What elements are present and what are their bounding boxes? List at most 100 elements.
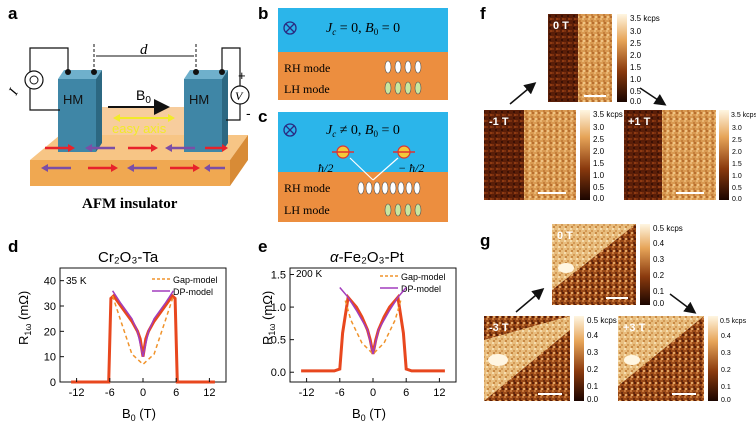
spin-electron-left-icon bbox=[332, 145, 354, 159]
chart-e-series-gap-model bbox=[344, 300, 402, 356]
svg-text:1.5: 1.5 bbox=[593, 159, 605, 168]
panel-label-e: e bbox=[258, 237, 267, 256]
svg-text:0.5: 0.5 bbox=[732, 185, 742, 192]
colorbar-f-top-ticks: 3.02.52.01.51.00.50.0 bbox=[630, 27, 642, 106]
chart-e-xtick-label: -6 bbox=[335, 387, 345, 399]
chart-e-legend-dp: DP-model bbox=[401, 284, 441, 294]
svg-text:0.0: 0.0 bbox=[593, 194, 605, 203]
svg-text:2.5: 2.5 bbox=[593, 135, 605, 144]
panel-b-rh-magnons bbox=[384, 60, 422, 74]
svg-text:0.4: 0.4 bbox=[587, 331, 599, 340]
chart-d-legend: Gap-model DP-model bbox=[152, 275, 218, 297]
svg-text:0.5: 0.5 bbox=[593, 183, 605, 192]
colorbar-f-top-unit: 3.5 kcps bbox=[630, 14, 660, 23]
panel-c-lh-magnons bbox=[384, 203, 422, 217]
into-page-icon bbox=[283, 21, 297, 35]
svg-text:2.5: 2.5 bbox=[732, 137, 742, 144]
svg-text:0.0: 0.0 bbox=[732, 196, 742, 203]
distance-label: d bbox=[140, 42, 148, 58]
svg-text:0.1: 0.1 bbox=[721, 384, 731, 391]
map-f-top-dark bbox=[548, 14, 578, 102]
panel-b-lh-magnons bbox=[384, 81, 422, 95]
colorbar-f-right-unit: 3.5 kcps bbox=[731, 112, 756, 119]
map-g-right-label: +3 T bbox=[623, 322, 646, 334]
panel-c-top bbox=[278, 112, 448, 172]
svg-text:0.0: 0.0 bbox=[587, 395, 599, 404]
colorbar-f-right bbox=[719, 110, 729, 200]
map-g-top-spot bbox=[558, 263, 574, 273]
colorbar-g-top-ticks: 0.40.30.20.10.0 bbox=[653, 239, 665, 308]
svg-text:0.5: 0.5 bbox=[630, 87, 642, 96]
svg-text:0.1: 0.1 bbox=[587, 382, 599, 391]
current-source-icon bbox=[24, 70, 44, 90]
map-f-left-dark bbox=[484, 110, 524, 200]
svg-text:0.0: 0.0 bbox=[721, 397, 731, 404]
colorbar-f-left-unit: 3.5 kcps bbox=[593, 110, 623, 119]
map-g-left-spot bbox=[488, 354, 508, 366]
chart-d-series-data bbox=[71, 293, 215, 384]
arrow-g-right bbox=[669, 293, 697, 314]
chart-e-xtick-label: -12 bbox=[299, 387, 315, 399]
map-g-left-label: -3 T bbox=[489, 322, 509, 334]
current-label: I bbox=[6, 85, 22, 99]
svg-text:0.3: 0.3 bbox=[653, 255, 665, 264]
chart-e-ylabel: R1ω (mΩ) bbox=[260, 291, 277, 345]
chart-e-series-data bbox=[301, 293, 445, 373]
chart-e: α-Fe₂O₃-Pt 200 K Gap-model DP-model R1ω … bbox=[260, 249, 457, 423]
current-source-inner bbox=[29, 75, 39, 85]
chart-d-legend-gap: Gap-model bbox=[173, 275, 218, 285]
chart-e-xlabel: B0 (T) bbox=[352, 406, 386, 423]
chart-e-temperature: 200 K bbox=[296, 269, 322, 280]
colorbar-g-left-ticks: 0.4 0.3 0.2 0.1 0.0 bbox=[587, 331, 599, 404]
map-f-top-label: 0 T bbox=[553, 20, 569, 32]
hbar-left: ħ/2 bbox=[318, 161, 333, 175]
chart-d-xtick-label: 12 bbox=[203, 387, 215, 399]
spin-arrows bbox=[41, 144, 228, 172]
chart-d-ytick-label: 10 bbox=[44, 352, 56, 364]
substrate-label: AFM insulator bbox=[82, 196, 178, 212]
chart-d-series-dp-model bbox=[111, 290, 175, 357]
panel-label-f: f bbox=[480, 4, 486, 23]
svg-text:0.2: 0.2 bbox=[587, 365, 599, 374]
chart-d-xtick-label: 0 bbox=[140, 387, 146, 399]
hm-right-label: HM bbox=[189, 92, 209, 107]
chart-e-ytick-label: 1.0 bbox=[271, 302, 286, 314]
svg-text:2.0: 2.0 bbox=[593, 147, 605, 156]
chart-e-ytick-label: 0.0 bbox=[271, 367, 286, 379]
colorbar-g-left-unit: 0.5 kcps bbox=[587, 316, 617, 325]
colorbar-f-left bbox=[580, 110, 590, 200]
chart-d: Cr₂O₃-Ta 35 K Gap-model DP-model R1ω (mΩ… bbox=[16, 249, 227, 423]
svg-text:0.3: 0.3 bbox=[587, 348, 599, 357]
colorbar-f-right-ticks: 3.02.52.01.51.00.50.0 bbox=[732, 125, 742, 203]
svg-text:0.4: 0.4 bbox=[653, 239, 665, 248]
chart-d-ytick-label: 30 bbox=[44, 301, 56, 313]
panel-label-b: b bbox=[258, 4, 268, 23]
chart-e-ytick-label: 0.5 bbox=[271, 335, 286, 347]
colorbar-g-right-ticks: 0.40.30.20.10.0 bbox=[721, 333, 731, 404]
map-g-left-light bbox=[484, 316, 570, 401]
hm-left-label: HM bbox=[63, 92, 83, 107]
chart-d-ytick-label: 40 bbox=[44, 276, 56, 288]
colorbar-g-right bbox=[708, 316, 718, 401]
svg-text:0.0: 0.0 bbox=[630, 97, 642, 106]
map-f-right-dark bbox=[624, 110, 662, 200]
colorbar-g-top bbox=[640, 224, 650, 305]
svg-text:3.0: 3.0 bbox=[593, 123, 605, 132]
easy-axis-head-l bbox=[113, 114, 120, 122]
chart-d-series-gap-model bbox=[111, 295, 175, 366]
field-label: B0 bbox=[136, 87, 151, 106]
svg-text:1.0: 1.0 bbox=[630, 75, 642, 84]
panel-b-rh-label: RH mode bbox=[284, 61, 330, 75]
svg-text:3.0: 3.0 bbox=[630, 27, 642, 36]
panel-label-d: d bbox=[8, 237, 18, 256]
chart-d-title: Cr₂O₃-Ta bbox=[98, 249, 159, 266]
svg-text:0.3: 0.3 bbox=[721, 350, 731, 357]
chart-e-title: α-Fe₂O₃-Pt bbox=[330, 249, 405, 266]
colorbar-g-left bbox=[574, 316, 584, 401]
chart-e-series-dp-model bbox=[339, 287, 407, 355]
plus-label: + bbox=[238, 68, 246, 83]
panel-g-maps: 0 T 0.5 kcps 0.40.30.20.10.0 -3 T 0.5 kc… bbox=[484, 224, 747, 404]
chart-e-legend: Gap-model DP-model bbox=[380, 272, 446, 294]
colorbar-f-left-ticks: 3.02.52.01.51.00.50.0 bbox=[593, 123, 605, 203]
current-wire bbox=[29, 47, 69, 111]
